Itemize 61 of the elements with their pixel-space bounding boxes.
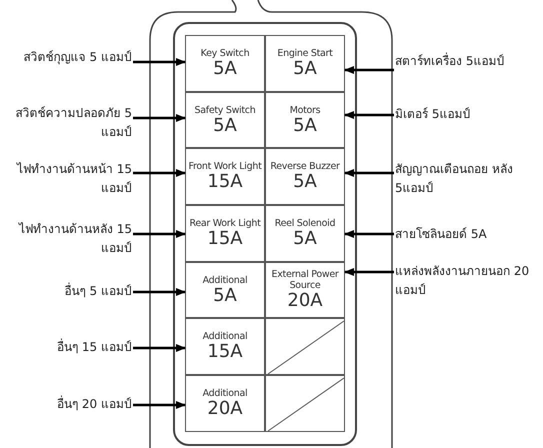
arrow bbox=[344, 169, 394, 177]
callout-label: สวิตช์ความปลอดภัย 5 แอมป์ bbox=[2, 104, 132, 142]
fuse-name: Motors bbox=[290, 104, 320, 116]
callout-label: มิเตอร์ 5แอมป์ bbox=[395, 105, 535, 124]
fuse-name: Reel Solenoid bbox=[274, 218, 336, 229]
fuse-slot bbox=[185, 205, 265, 262]
fuse-rating: 5A bbox=[213, 286, 237, 306]
fuse-slot bbox=[265, 262, 345, 318]
arrow bbox=[133, 288, 186, 296]
fuse-rating: 5A bbox=[213, 59, 237, 79]
fuse-slot bbox=[265, 205, 345, 262]
fuse-panel bbox=[173, 22, 357, 446]
arrow bbox=[133, 58, 186, 66]
callout-label: สายโซลินอยด์ 5A bbox=[395, 225, 535, 244]
callout-label: อื่นๆ 5 แอมป์ bbox=[2, 282, 132, 301]
arrow bbox=[344, 268, 394, 276]
fuse-slot bbox=[265, 92, 345, 148]
fuse-rating: 5A bbox=[293, 59, 317, 79]
fuse-slot bbox=[185, 148, 265, 205]
arrow bbox=[133, 114, 186, 122]
fuse-rating: 20A bbox=[287, 291, 323, 311]
fuse-rating: 15A bbox=[207, 172, 243, 192]
fuse-slot bbox=[185, 35, 265, 92]
arrow bbox=[133, 230, 186, 238]
fuse-name: Key Switch bbox=[200, 48, 250, 59]
fuse-rating: 15A bbox=[207, 342, 243, 362]
arrow bbox=[344, 111, 394, 119]
fuse-rating: 5A bbox=[293, 229, 317, 249]
fuse-name: Rear Work Light bbox=[189, 218, 261, 229]
fuse-slot bbox=[265, 35, 345, 92]
fuse-name: Reverse Buzzer bbox=[270, 161, 340, 172]
fuse-rating: 5A bbox=[293, 116, 317, 136]
arrow bbox=[344, 230, 394, 238]
callout-label: ไฟทำงานด้านหน้า 15 แอมป์ bbox=[2, 160, 132, 198]
fuse-rating: 15A bbox=[207, 229, 243, 249]
fuse-slot bbox=[185, 375, 265, 432]
callout-label: ไฟทำงานด้านหลัง 15 แอมป์ bbox=[2, 220, 132, 258]
arrow bbox=[344, 66, 394, 74]
arrow bbox=[133, 344, 186, 352]
fuse-name: Engine Start bbox=[277, 48, 333, 59]
fuse-rating: 5A bbox=[293, 172, 317, 192]
fuse-slot bbox=[185, 318, 265, 375]
callout-label: อื่นๆ 15 แอมป์ bbox=[2, 338, 132, 357]
fuse-name: External Power Source bbox=[270, 269, 340, 291]
fuse-rating: 20A bbox=[207, 399, 243, 419]
callout-label: สวิตช์กุญแจ 5 แอมป์ bbox=[2, 48, 132, 67]
arrow bbox=[133, 401, 186, 409]
fuse-slot bbox=[185, 262, 265, 318]
fuse-name: Additional bbox=[202, 331, 248, 342]
fuse-name: Safety Switch bbox=[194, 104, 256, 116]
arrow bbox=[133, 169, 186, 177]
callout-label: สตาร์ทเครื่อง 5แอมป์ bbox=[395, 52, 535, 71]
fuse-name: Additional bbox=[202, 388, 248, 399]
callout-label: สัญญาณเตือนถอย หลัง 5แอมป์ bbox=[395, 160, 535, 198]
fuse-slot bbox=[265, 148, 345, 205]
callout-label: อื่นๆ 20 แอมป์ bbox=[2, 395, 132, 414]
fuse-rating: 5A bbox=[213, 116, 237, 136]
fuse-name: Additional bbox=[202, 274, 248, 286]
fuse-slot bbox=[185, 92, 265, 148]
fuse-name: Front Work Light bbox=[188, 161, 262, 172]
callout-label: แหล่งพลังงานภายนอก 20 แอมป์ bbox=[395, 262, 535, 300]
